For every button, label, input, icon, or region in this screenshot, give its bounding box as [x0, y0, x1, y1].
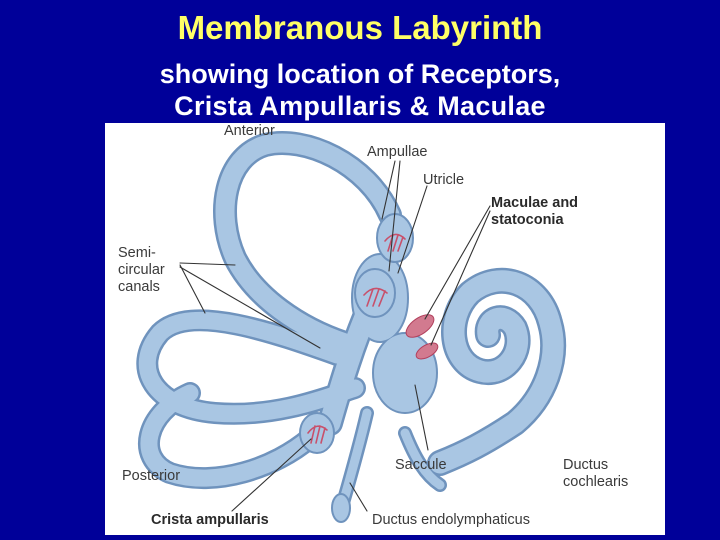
crista-anterior [384, 233, 406, 252]
crista-posterior [307, 425, 328, 444]
leader-ampullae-1 [381, 160, 396, 220]
labyrinth-illustration [136, 131, 567, 523]
label-saccule: Saccule [395, 457, 447, 473]
leader-ductus-endolymphaticus [349, 482, 368, 512]
leader-maculae-2 [430, 210, 491, 346]
slide-subtitle-line-1: showing location of Receptors, [159, 59, 561, 89]
macula-utricle [405, 314, 435, 338]
macula-saccule [415, 342, 439, 360]
bulb-endolymphatic-sac [331, 493, 351, 523]
ampulla-lateral [354, 268, 396, 318]
label-ampullae: Ampullae [367, 144, 428, 160]
leader-utricle [397, 185, 428, 274]
crista-lateral [363, 287, 388, 307]
label-ductus-cochlearis: Ductus cochlearis [563, 457, 629, 490]
label-anterior: Anterior [224, 123, 275, 139]
leader-semicircular-2 [179, 264, 206, 314]
ampulla-anterior [376, 213, 414, 263]
labyrinth-figure: Anterior Ampullae Utricle Maculae and st… [105, 123, 665, 535]
leader-crista-ampullaris [231, 438, 312, 512]
leader-ampullae-2 [388, 160, 401, 272]
ampulla-posterior [299, 412, 335, 454]
leader-semicircular-3 [179, 266, 321, 349]
slide-subtitle-line-2: Crista Ampullaris & Maculae [174, 91, 546, 121]
slide-title: Membranous Labyrinth [177, 9, 543, 46]
leader-semicircular-1 [179, 262, 236, 266]
label-utricle: Utricle [423, 172, 465, 188]
label-posterior: Posterior [122, 468, 181, 484]
label-crista-ampullaris: Crista ampullaris [151, 512, 269, 528]
leader-saccule [414, 384, 429, 451]
label-maculae-statoconia: Maculae and statoconia [491, 195, 579, 228]
leader-maculae-1 [424, 205, 491, 320]
label-ductus-endolymphaticus: Ductus endolymphaticus [372, 512, 530, 528]
label-semicircular-canals: Semi- circular canals [118, 245, 165, 295]
